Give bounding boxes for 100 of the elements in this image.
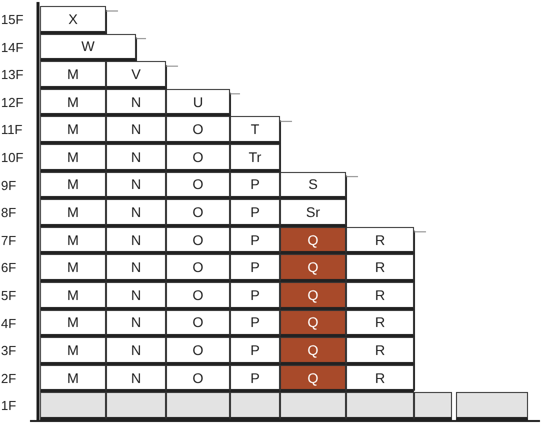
room-cell xyxy=(230,172,280,200)
floor-label: 11F xyxy=(1,122,22,138)
room-cell xyxy=(346,282,414,310)
room-cell xyxy=(106,310,166,338)
room-cell xyxy=(280,282,346,310)
room-label: M xyxy=(67,94,79,110)
room-cell xyxy=(230,144,280,172)
room-cell xyxy=(280,364,346,392)
room-label: Q xyxy=(308,232,318,248)
room-label: P xyxy=(250,314,260,330)
room-cell xyxy=(40,61,106,89)
room-label: O xyxy=(192,286,204,303)
room-cell xyxy=(166,172,230,200)
floor-label: 15F xyxy=(1,12,24,27)
room-label: M xyxy=(67,342,79,358)
room-label: O xyxy=(192,176,204,192)
room-label: R xyxy=(374,259,386,276)
room-cell xyxy=(166,337,230,365)
room-cell xyxy=(346,364,414,392)
room-cell xyxy=(280,337,346,365)
room-label: N xyxy=(130,342,142,358)
room-cell xyxy=(230,364,280,392)
room-label: O xyxy=(192,370,204,386)
ground-floor-cell xyxy=(40,392,106,420)
room-label: M xyxy=(67,314,79,330)
room-cell xyxy=(346,337,414,365)
room-label: R xyxy=(374,342,386,358)
room-label: M xyxy=(67,66,79,82)
room-cell xyxy=(40,337,106,365)
room-cell xyxy=(166,116,230,144)
room-label: O xyxy=(192,314,204,330)
room-label: P xyxy=(250,259,260,276)
room-label: P xyxy=(250,342,260,358)
floor-label: 5F xyxy=(1,288,16,303)
room-label: M xyxy=(67,121,79,138)
room-cell xyxy=(40,6,106,34)
floor-label: 7F xyxy=(1,232,16,248)
room-label: S xyxy=(308,176,318,192)
room-label: M xyxy=(67,232,79,248)
room-cell xyxy=(230,199,280,227)
room-cell xyxy=(230,310,280,338)
room-label: Tr xyxy=(248,148,262,165)
room-label: P xyxy=(250,204,260,220)
room-cell xyxy=(106,226,166,254)
room-cell xyxy=(230,116,280,144)
room-cell xyxy=(40,144,106,172)
room-cell xyxy=(106,61,166,89)
room-cell xyxy=(280,310,346,338)
room-cell xyxy=(280,254,346,282)
ground-floor-cell xyxy=(346,392,414,420)
room-cell xyxy=(106,88,166,116)
room-cell xyxy=(346,254,414,282)
floor-label: 3F xyxy=(1,343,16,358)
room-label: U xyxy=(192,94,204,110)
floor-label: 9F xyxy=(1,178,16,193)
room-label: M xyxy=(67,259,79,276)
room-cell xyxy=(230,337,280,365)
floor-label: 10F xyxy=(1,150,24,165)
floor-label: 4F xyxy=(1,316,16,331)
room-label: R xyxy=(374,232,386,248)
floor-label: 12F xyxy=(1,94,24,110)
room-cell xyxy=(280,199,346,227)
room-label: Q xyxy=(308,370,318,386)
room-cell xyxy=(166,310,230,338)
room-label: M xyxy=(67,370,79,386)
room-cell xyxy=(346,226,414,254)
room-cell xyxy=(40,199,106,227)
room-label: N xyxy=(130,232,142,248)
room-cell xyxy=(166,144,230,172)
floor-label: 13F xyxy=(1,67,24,82)
room-cell xyxy=(106,199,166,227)
floor-label: 8F xyxy=(1,205,16,220)
room-cell xyxy=(106,364,166,392)
room-cell xyxy=(166,282,230,310)
room-label: T xyxy=(250,121,260,138)
room-cell xyxy=(106,172,166,200)
room-cell xyxy=(280,172,346,200)
ground-floor-cell xyxy=(280,392,346,420)
room-cell xyxy=(40,34,136,62)
room-label: R xyxy=(374,314,386,330)
room-cell xyxy=(40,282,106,310)
room-cell xyxy=(40,310,106,338)
room-cell xyxy=(106,254,166,282)
room-cell xyxy=(230,226,280,254)
floor-label: 2F xyxy=(1,370,16,386)
room-label: N xyxy=(130,204,142,220)
room-cell xyxy=(40,116,106,144)
ground-floor-cell xyxy=(456,392,528,420)
room-label: N xyxy=(130,259,142,276)
ground-floor-cell xyxy=(230,392,280,420)
room-cell xyxy=(40,226,106,254)
room-label: M xyxy=(67,148,79,165)
room-cell xyxy=(280,226,346,254)
ground-floor-cell xyxy=(414,392,452,420)
room-label: O xyxy=(192,121,204,138)
room-label: O xyxy=(192,232,204,248)
room-label: W xyxy=(81,38,95,54)
floor-label: 6F xyxy=(1,260,16,276)
room-cell xyxy=(166,226,230,254)
room-cell xyxy=(346,310,414,338)
